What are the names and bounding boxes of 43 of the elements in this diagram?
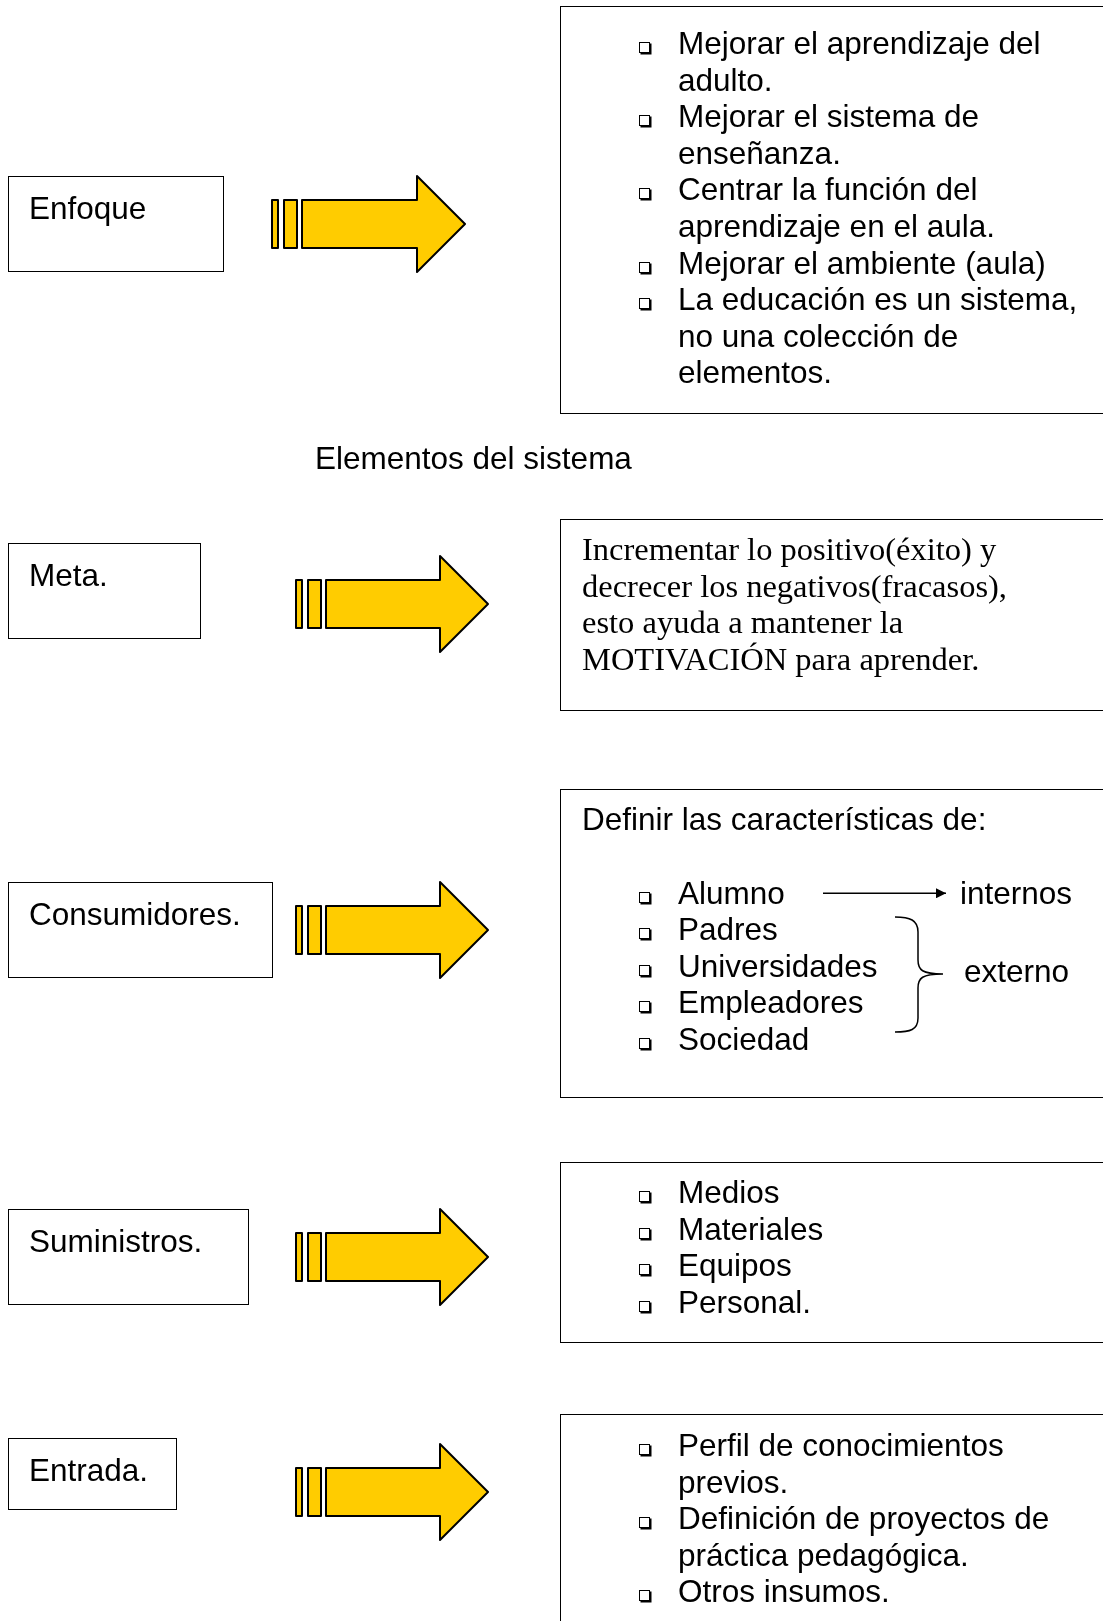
list-item: La educación es un sistema, no una colección de elementos. <box>678 281 1078 391</box>
note-label: externo <box>964 953 1070 990</box>
list-item: Empleadores <box>678 984 864 1021</box>
list-item: Personal. <box>678 1283 812 1320</box>
label-box <box>8 176 224 272</box>
list-item: Alumno <box>678 875 785 911</box>
paragraph: Incrementar lo positivo(éxito) y decrecer los negativos(fracasos), esto ayuda a mantener la MOTIVACIÓN para aprender. <box>582 531 1008 678</box>
box-label: Meta. <box>29 557 109 594</box>
list-item: internos <box>960 875 1073 912</box>
list-item: Mejorar el aprendizaje del adulto. <box>678 25 1041 98</box>
list-item: Equipos <box>678 1247 792 1284</box>
block-arrow <box>295 555 489 653</box>
list-item: Padres <box>678 911 778 947</box>
list-item: Perfil de conocimientos previos. <box>678 1427 1004 1500</box>
box-label: Suministros. <box>29 1223 204 1260</box>
text-box <box>560 1162 1103 1343</box>
list-item: Centrar la función del aprendizaje en el aula. <box>678 171 995 244</box>
list-item: Materiales <box>678 1210 824 1247</box>
list-item: Mejorar el ambiente (aula) <box>678 244 1046 281</box>
label-box <box>8 1209 249 1305</box>
text-box <box>560 519 1103 711</box>
box-label: Consumidores. <box>29 896 242 933</box>
list-item: Mejorar el sistema de enseñanza. <box>678 98 980 171</box>
list-item: Definición de proyectos de práctica pedagógica. <box>678 1500 1050 1573</box>
arrow <box>822 888 947 899</box>
block-arrow <box>295 1443 489 1541</box>
list-item: Universidades <box>678 947 878 984</box>
list-item: Sociedad <box>678 1020 810 1057</box>
list-item: Otros insumos. <box>678 1573 890 1610</box>
block-arrow <box>271 175 466 273</box>
label-box <box>8 1438 177 1510</box>
label-box <box>8 543 201 639</box>
box-label: Entrada. <box>29 1452 150 1489</box>
block-arrow <box>295 1208 489 1306</box>
section-heading: Elementos del sistema <box>315 440 632 477</box>
text-box <box>560 1414 1103 1621</box>
box-heading: Definir las características de: <box>582 801 987 838</box>
block-arrow <box>295 881 489 979</box>
list-item: Medios <box>678 1174 780 1210</box>
text-box <box>560 789 1103 1098</box>
text-box <box>560 6 1103 414</box>
box-label: Enfoque <box>29 190 148 227</box>
label-box <box>8 882 273 978</box>
